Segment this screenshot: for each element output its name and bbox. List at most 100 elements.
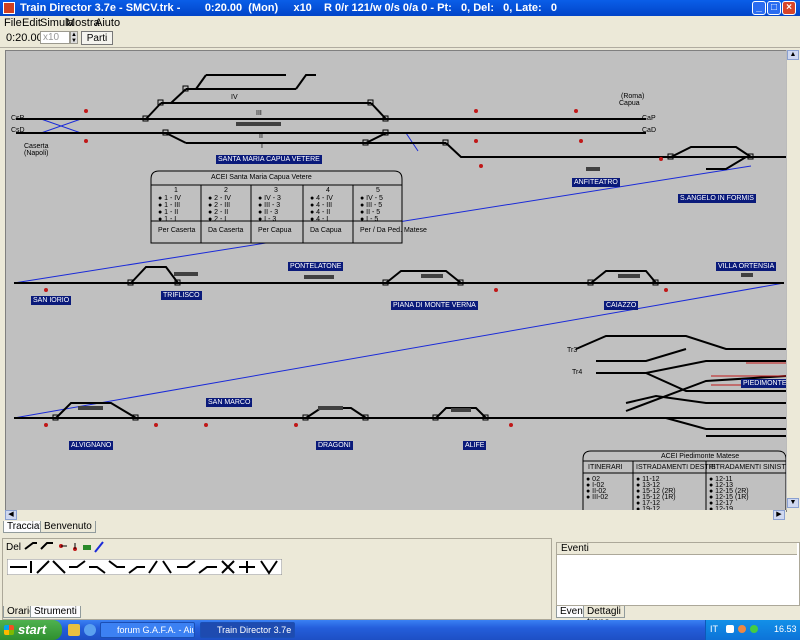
- station-triflisco[interactable]: TRIFLISCO: [161, 291, 202, 300]
- station-caiazzo[interactable]: CAIAZZO: [604, 301, 639, 310]
- acei-header-itinerari: ITINERARI: [588, 464, 623, 471]
- acei-smcv-route[interactable]: ● 4 - III: [310, 202, 333, 209]
- station-piana-di-monte-verna[interactable]: PIANA DI MONTE VERNA: [391, 301, 478, 310]
- menu-edit[interactable]: Edit: [22, 17, 41, 29]
- tray-security-icon[interactable]: [750, 625, 758, 633]
- acei-smcv-route[interactable]: ● II - 5: [360, 209, 381, 216]
- platforms: [78, 122, 753, 412]
- station-alife[interactable]: ALIFE: [463, 441, 487, 450]
- label-csd: CsD: [11, 127, 25, 134]
- acei-smcv-header: 1: [174, 187, 178, 194]
- acei-smcv-route[interactable]: ● I - 3: [258, 216, 277, 223]
- task-forum[interactable]: forum G.A.F.A. - Aiut...: [100, 622, 195, 638]
- quicklaunch-icon[interactable]: [68, 624, 80, 636]
- station-anfiteatro[interactable]: ANFITEATRO: [572, 178, 620, 187]
- horizontal-scrollbar[interactable]: ◀ ▶: [5, 510, 786, 520]
- acei-smcv-route[interactable]: ● II - 3: [258, 209, 279, 216]
- acei-smcv-route[interactable]: ● IV - 3: [258, 195, 281, 202]
- acei-piedimonte-route[interactable]: ● 12-19: [709, 506, 733, 513]
- speed-field[interactable]: x10: [40, 31, 70, 44]
- vertical-scrollbar[interactable]: ▲ ▼: [786, 50, 800, 510]
- acei-smcv-route[interactable]: ● 2 - II: [208, 209, 229, 216]
- acei-smcv-route[interactable]: ● 2 - IV: [208, 195, 231, 202]
- acei-piedimonte-route[interactable]: ● 12-13: [709, 482, 734, 489]
- menu-aiuto[interactable]: Aiuto: [95, 17, 121, 29]
- start-button[interactable]: Parti: [81, 31, 113, 45]
- tab-strumenti[interactable]: Strumenti: [30, 606, 81, 618]
- label-caserta: Caserta: [24, 143, 49, 150]
- track-pieces-palette[interactable]: [7, 559, 282, 575]
- label-napoli: (Napoli): [24, 150, 49, 157]
- signals: [44, 109, 668, 427]
- acei-piedimonte-route[interactable]: ● I-02: [586, 482, 605, 489]
- task-train-director[interactable]: Train Director 3.7e - ...: [200, 622, 295, 638]
- scroll-left-icon[interactable]: ◀: [5, 510, 17, 520]
- station-san-marco[interactable]: SAN MARCO: [206, 398, 253, 407]
- acei-smcv-title: ACEI Santa Maria Capua Vetere: [211, 174, 312, 181]
- acei-piedimonte-route[interactable]: ● 12-11: [709, 476, 733, 483]
- minimize-button[interactable]: _: [752, 1, 766, 15]
- menu-mostra[interactable]: Mostra: [66, 17, 100, 29]
- acei-smcv-route[interactable]: ● 4 - I: [310, 216, 329, 223]
- del-tool[interactable]: Del: [6, 542, 22, 553]
- acei-piedimonte-route[interactable]: ● 12-15 (2R): [709, 488, 749, 495]
- acei-smcv-route[interactable]: ● III - 3: [258, 202, 281, 209]
- label-tr3: Tr3: [567, 347, 578, 354]
- scroll-right-icon[interactable]: ▶: [773, 510, 785, 520]
- station-alvignano[interactable]: ALVIGNANO: [69, 441, 114, 450]
- acei-piedimonte-route[interactable]: ● 15-12 (1R): [636, 494, 676, 501]
- acei-smcv-route[interactable]: ● III - 5: [360, 202, 383, 209]
- acei-smcv-route[interactable]: ● 1 - III: [158, 202, 181, 209]
- acei-piedimonte-route[interactable]: ● 13-12: [636, 482, 661, 489]
- station-pontelatone[interactable]: PONTELATONE: [288, 262, 344, 271]
- station-santa-maria-capua-vetere[interactable]: SANTA MARIA CAPUA VETERE: [216, 155, 322, 164]
- acei-piedimonte-route[interactable]: ● III-02: [586, 494, 609, 501]
- acei-smcv-route[interactable]: ● 4 - II: [310, 209, 331, 216]
- track-layout[interactable]: SANTA MARIA CAPUA VETERE ANFITEATRO S.AN…: [5, 50, 793, 513]
- acei-piedimonte-route[interactable]: ● 15-12 (2R): [636, 488, 676, 495]
- acei-piedimonte-route[interactable]: ● 12-15 (1R): [709, 494, 749, 501]
- acei-smcv-route[interactable]: ● 4 - IV: [310, 195, 333, 202]
- menu-file[interactable]: File: [4, 17, 22, 29]
- ie-icon[interactable]: [84, 624, 96, 636]
- label-track-ii: II: [259, 133, 263, 140]
- label-roma: (Roma): [621, 93, 645, 100]
- station-piedimonte[interactable]: PIEDIMONTE: [741, 379, 789, 388]
- menu-simula[interactable]: Simula: [40, 17, 74, 29]
- acei-smcv-route[interactable]: ● 1 - IV: [158, 195, 181, 202]
- speed-spinner[interactable]: ▲▼: [70, 31, 78, 44]
- tray-volume-icon[interactable]: [738, 625, 746, 633]
- close-button[interactable]: ×: [782, 1, 796, 15]
- scroll-down-icon[interactable]: ▼: [787, 498, 799, 508]
- acei-piedimonte-route[interactable]: ● 19-12: [636, 506, 660, 513]
- acei-piedimonte-route[interactable]: ● 11-12: [636, 476, 660, 483]
- system-tray: IT 16.53: [705, 620, 800, 640]
- acei-piedimonte-route[interactable]: ● 17-12: [636, 500, 661, 507]
- acei-piedimonte-route[interactable]: ● II-02: [586, 488, 607, 495]
- acei-smcv-route[interactable]: ● 1 - II: [158, 209, 179, 216]
- acei-smcv-route[interactable]: ● 1 - I: [158, 216, 177, 223]
- tracks: [14, 74, 786, 437]
- acei-smcv-route[interactable]: ● IV - 5: [360, 195, 383, 202]
- start-button-os[interactable]: start: [0, 620, 62, 640]
- acei-piedimonte-route[interactable]: ● 02: [586, 476, 600, 483]
- acei-smcv-route[interactable]: ● I - 5: [360, 216, 379, 223]
- acei-smcv-route[interactable]: ● 2 - III: [208, 202, 231, 209]
- acei-smcv-header: 5: [376, 187, 380, 194]
- station-san-iorio[interactable]: SAN IORIO: [31, 296, 72, 305]
- tab-benvenuto[interactable]: Benvenuto: [40, 521, 96, 533]
- windows-logo-icon: [4, 625, 14, 635]
- maximize-button[interactable]: □: [767, 1, 781, 15]
- tab-dettagli-treno[interactable]: Dettagli treno: [583, 606, 625, 628]
- station-dragoni[interactable]: DRAGONI: [316, 441, 353, 450]
- acei-smcv-footer: Da Capua: [310, 227, 342, 234]
- language-indicator[interactable]: IT: [710, 624, 718, 634]
- acei-smcv-route[interactable]: ● 2 - I: [208, 216, 227, 223]
- acei-piedimonte-route[interactable]: ● 12-17: [709, 500, 734, 507]
- tray-network-icon[interactable]: [726, 625, 734, 633]
- scroll-up-icon[interactable]: ▲: [787, 50, 799, 60]
- station-s-angelo-in-formis[interactable]: S.ANGELO IN FORMIS: [678, 194, 756, 203]
- tool-icons[interactable]: [23, 539, 108, 555]
- acei-smcv-footer: Per Capua: [258, 227, 292, 234]
- station-villa-ortensia[interactable]: VILLA ORTENSIA: [716, 262, 777, 271]
